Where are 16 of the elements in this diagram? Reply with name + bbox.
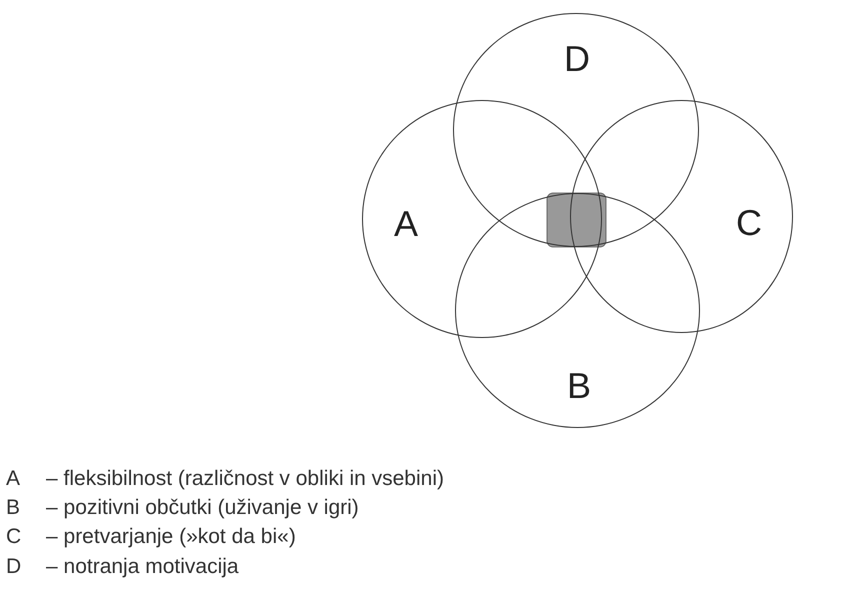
key-letter: D (6, 555, 22, 579)
set-letter: C (736, 205, 762, 241)
key-letter: A (6, 467, 20, 491)
key-letter: B (6, 496, 20, 520)
key-description: – pretvarjanje (»kot da bi«) (46, 525, 296, 549)
venn-circle (362, 100, 602, 338)
set-letter: D (564, 41, 590, 77)
key-description: – pozitivni občutki (uživanje v igri) (46, 496, 359, 520)
key-description: – fleksibilnost (različnost v obliki in vsebini) (46, 467, 444, 491)
set-letter: B (567, 368, 591, 404)
key-description: – notranja motivacija (46, 555, 239, 579)
set-letter: A (394, 206, 418, 242)
key-letter: C (6, 525, 22, 549)
venn-circle (453, 13, 699, 247)
venn-circle (455, 193, 700, 428)
venn-circle (570, 100, 793, 333)
